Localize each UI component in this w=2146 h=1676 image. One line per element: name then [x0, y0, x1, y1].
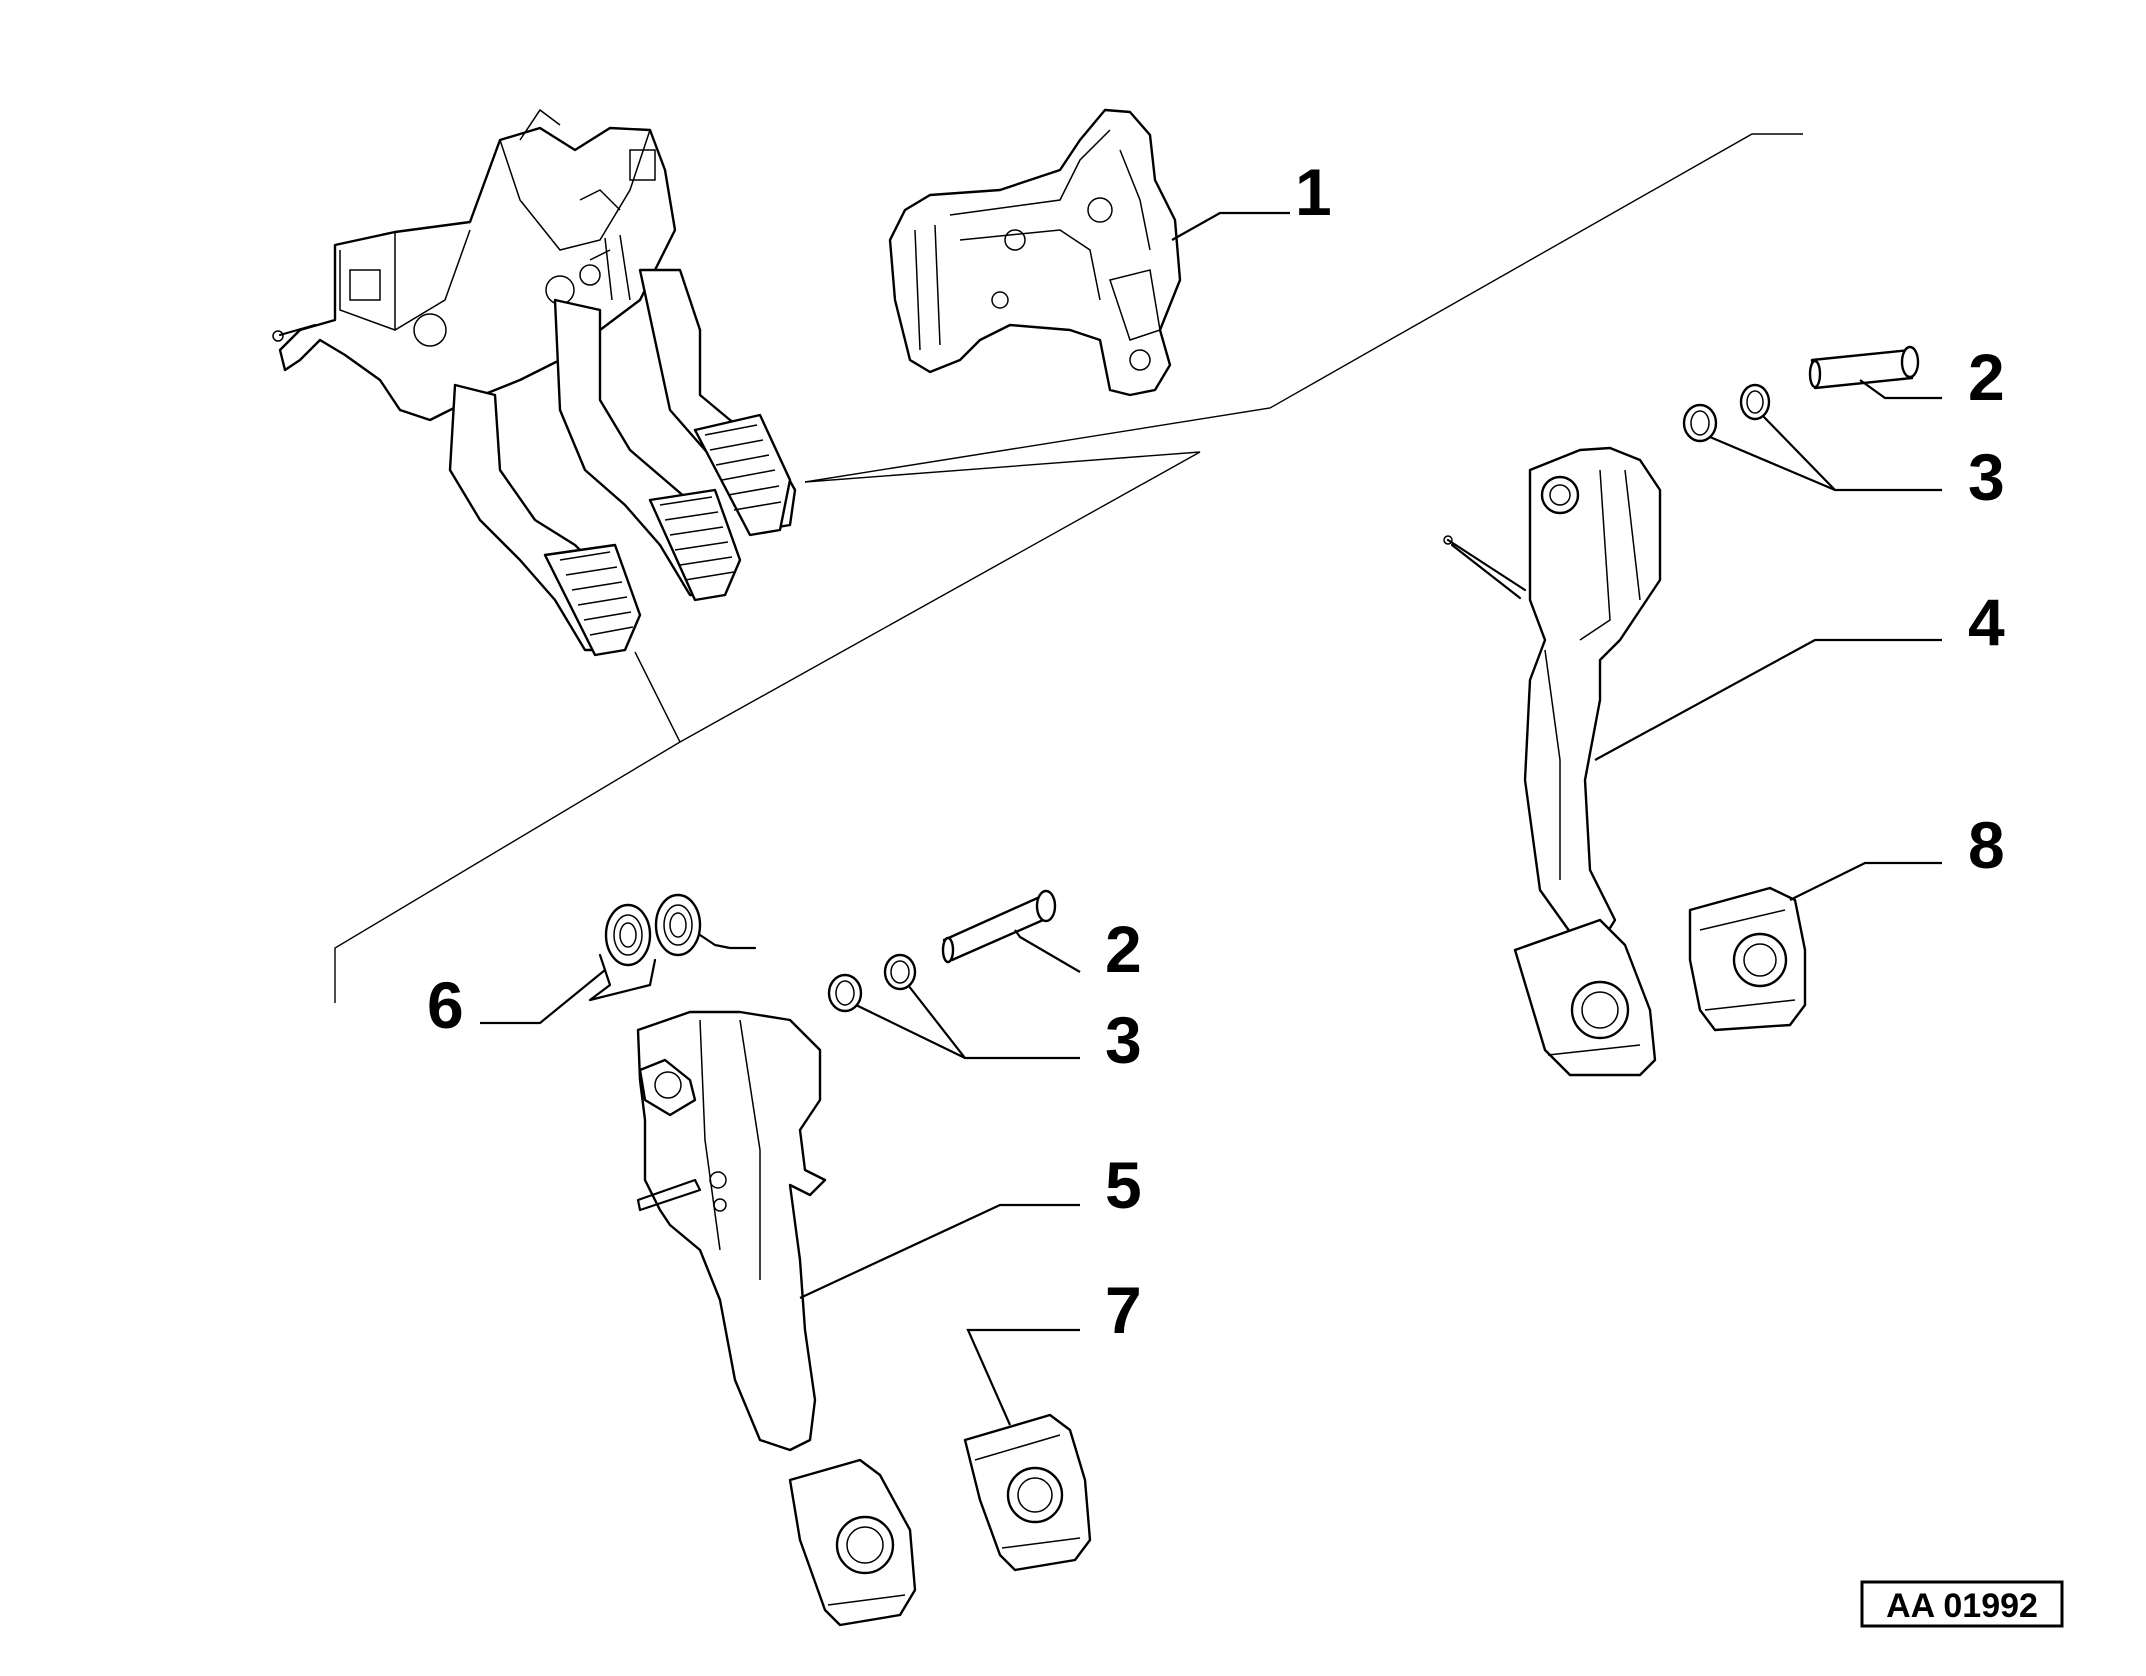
part-8-pedal-pad-right: [1688, 886, 1807, 1032]
part-5-pedal-arm-left: [636, 1010, 917, 1627]
callout-7: 7: [1105, 1273, 1142, 1347]
callout-3-left: 3: [1105, 1003, 1142, 1077]
part-1-pedal-mounting-bracket: [888, 108, 1182, 397]
callout-2-left: 2: [1105, 912, 1142, 986]
callout-2-right: 2: [1968, 340, 2005, 414]
callout-3-right: 3: [1968, 440, 2005, 514]
part-3-bushes-left: [827, 953, 917, 1013]
complete-pedal-box-assembly: [272, 108, 797, 657]
part-7-pedal-pad-left: [963, 1413, 1092, 1572]
leader-lines: [480, 211, 1942, 1426]
part-3-bushes-right: [1682, 383, 1771, 443]
part-2-pivot-pin-right: [1808, 345, 1920, 390]
reference-code: AA 01992: [1886, 1587, 2038, 1625]
callout-6: 6: [427, 968, 464, 1042]
part-2-pivot-pin-left: [941, 889, 1057, 964]
part-4-pedal-arm-right: [1443, 446, 1662, 1077]
reference-code-box: AA 01992: [1860, 1580, 2064, 1628]
callout-1: 1: [1295, 155, 1332, 229]
callout-4: 4: [1968, 585, 2005, 659]
exploded-view-guide-lines: [334, 133, 1803, 1003]
callout-5: 5: [1105, 1148, 1142, 1222]
part-6-return-springs: [588, 893, 757, 1002]
callout-numbers: 1 2 3 4 8 6 2 3 5 7: [427, 155, 2005, 1347]
callout-8: 8: [1968, 808, 2005, 882]
